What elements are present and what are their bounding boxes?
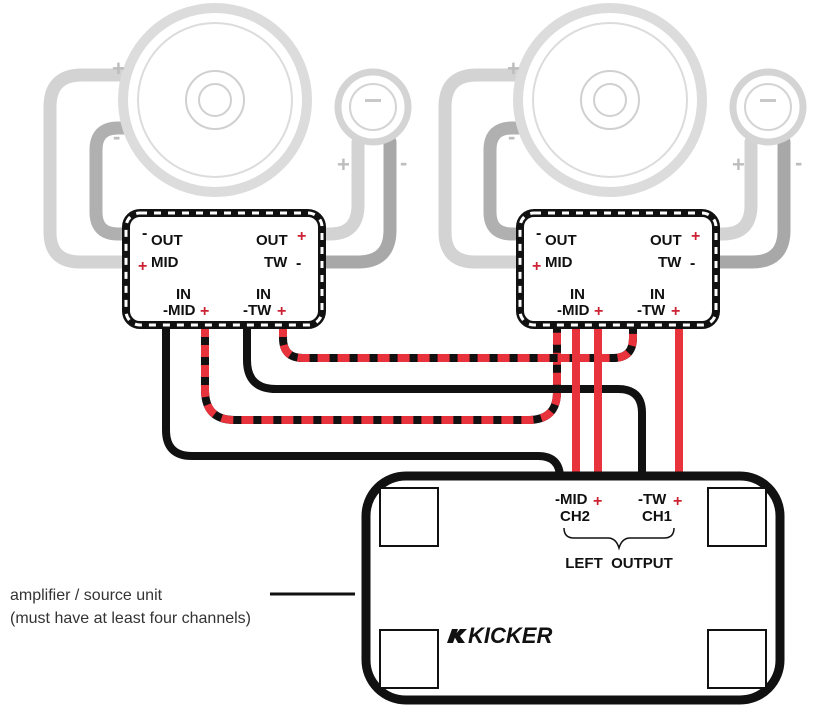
right-crossover-in-mid-top: IN bbox=[570, 286, 585, 303]
right-speaker-wiring bbox=[438, 68, 791, 269]
left-output-label: LEFT OUTPUT bbox=[565, 555, 673, 572]
left-crossover-in-tw-top: IN bbox=[256, 286, 271, 303]
left-crossover-out-mid-plus: + bbox=[138, 258, 147, 275]
left-speaker-wiring bbox=[43, 68, 397, 269]
left-tweeter-negative-wire bbox=[312, 135, 397, 269]
left-woofer-plus: + bbox=[112, 56, 125, 81]
left-crossover-mid-label: MID bbox=[151, 254, 179, 271]
left-crossover-in-mid-plus: + bbox=[200, 303, 209, 320]
right-crossover-in-tw-top: IN bbox=[650, 286, 665, 303]
right-crossover-out-tw-plus: + bbox=[691, 228, 700, 245]
kicker-logo-icon bbox=[447, 629, 467, 643]
right-woofer-plus: + bbox=[507, 56, 520, 81]
left-crossover-in-tw-bottom: -TW bbox=[243, 302, 272, 319]
right-crossover-in-mid-bottom: -MID bbox=[557, 302, 590, 319]
left-tweeter-positive-wire bbox=[312, 135, 365, 241]
left-crossover-out-mid-minus: - bbox=[142, 225, 147, 242]
right-crossover-out-mid-label: OUT bbox=[545, 232, 577, 249]
right-tweeter-minus: - bbox=[795, 150, 802, 175]
amp-corner-bl bbox=[379, 629, 439, 689]
right-woofer-negative-wire bbox=[483, 121, 566, 241]
right-tweeter-negative-wire bbox=[705, 135, 791, 269]
kicker-brand: KICKER bbox=[468, 623, 552, 648]
left-mid-positive-wire-base bbox=[201, 325, 561, 424]
amp-mid-channel: CH2 bbox=[560, 508, 590, 525]
left-crossover-out-tw-label: OUT bbox=[256, 232, 288, 249]
amplifier: -MID + CH2 -TW + CH1 LEFT OUTPUT KICKER bbox=[361, 471, 785, 705]
right-crossover-out-mid-minus: - bbox=[536, 225, 541, 242]
left-tweeter-minus: - bbox=[400, 150, 407, 175]
left-crossover-in-tw-plus: + bbox=[277, 303, 286, 320]
left-tw-positive-wire-base bbox=[279, 325, 637, 362]
left-woofer-minus: - bbox=[113, 124, 120, 149]
amp-corner-br bbox=[707, 629, 767, 689]
amp-corner-tl bbox=[379, 487, 439, 547]
left-crossover-out-mid-label: OUT bbox=[151, 232, 183, 249]
amp-tw-channel: CH1 bbox=[642, 508, 672, 525]
left-tweeter bbox=[334, 68, 412, 146]
left-output-brace bbox=[563, 527, 675, 551]
right-crossover-tw-label: TW bbox=[658, 254, 682, 271]
right-crossover-in-tw-bottom: -TW bbox=[637, 302, 666, 319]
amp-corner-tr bbox=[707, 487, 767, 547]
amp-mid-plus: + bbox=[593, 493, 602, 510]
left-woofer-negative-wire bbox=[89, 121, 172, 241]
amp-mid-terminal: -MID bbox=[555, 491, 588, 508]
caption-line-1: amplifier / source unit bbox=[10, 587, 163, 604]
right-tweeter-positive-wire bbox=[705, 135, 758, 241]
amp-tw-plus: + bbox=[673, 493, 682, 510]
right-crossover-in-tw-plus: + bbox=[671, 303, 680, 320]
amp-tw-terminal: -TW bbox=[638, 491, 667, 508]
left-crossover-in-mid-top: IN bbox=[176, 286, 191, 303]
left-tw-positive-wire-stripe bbox=[279, 325, 637, 362]
right-crossover-mid-label: MID bbox=[545, 254, 573, 271]
right-crossover-out-tw-label: OUT bbox=[650, 232, 682, 249]
right-woofer-positive-wire bbox=[438, 68, 566, 269]
left-crossover-tw-label: TW bbox=[264, 254, 288, 271]
left-tweeter-plus: + bbox=[337, 152, 350, 177]
left-crossover: - OUT + MID OUT + TW - IN -MID + IN -TW … bbox=[122, 209, 326, 329]
left-crossover-in-mid-bottom: -MID bbox=[163, 302, 196, 319]
right-woofer-minus: - bbox=[508, 124, 515, 149]
right-crossover: - OUT + MID OUT + TW - IN -MID + IN -TW … bbox=[516, 209, 720, 329]
right-crossover-out-mid-plus: + bbox=[532, 258, 541, 275]
right-crossover-in-mid-plus: + bbox=[594, 303, 603, 320]
left-tw-negative-wire bbox=[243, 325, 646, 490]
right-tweeter-plus: + bbox=[732, 152, 745, 177]
speaker-polarity-markers: + - + - + - + - bbox=[112, 56, 802, 177]
left-crossover-out-tw-minus: - bbox=[296, 255, 301, 272]
left-crossover-out-tw-plus: + bbox=[297, 228, 306, 245]
left-woofer-positive-wire bbox=[43, 68, 172, 269]
left-mid-negative-wire bbox=[162, 325, 564, 490]
right-crossover-out-tw-minus: - bbox=[690, 255, 695, 272]
caption-line-2: (must have at least four channels) bbox=[10, 610, 251, 627]
right-tweeter bbox=[729, 68, 807, 146]
left-mid-positive-wire-stripe bbox=[201, 325, 561, 424]
signal-wiring bbox=[162, 325, 683, 490]
left-woofer bbox=[118, 3, 312, 197]
right-woofer bbox=[513, 3, 707, 197]
